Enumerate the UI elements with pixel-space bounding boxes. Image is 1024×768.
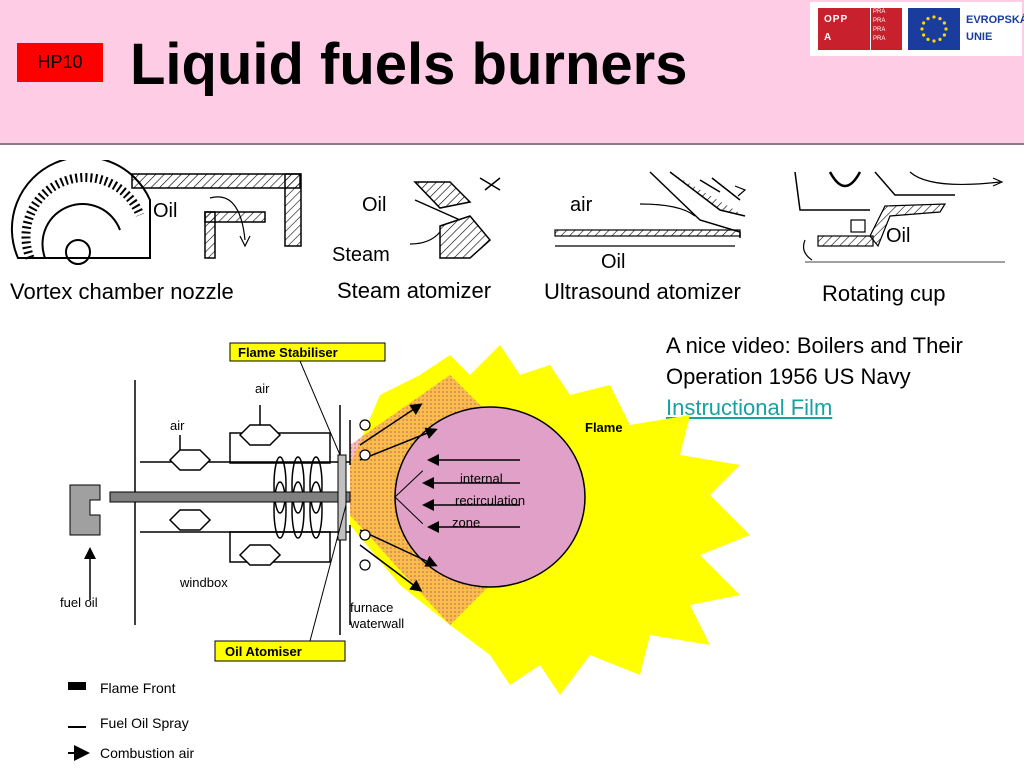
page-title: Liquid fuels burners bbox=[130, 32, 688, 97]
video-note: A nice video: Boilers and Their Operatio… bbox=[666, 330, 1018, 423]
flame-stabiliser-label: Flame Stabiliser bbox=[238, 345, 338, 360]
slide-tag: HP10 bbox=[17, 43, 103, 82]
instructional-film-link[interactable]: Instructional Film bbox=[666, 395, 833, 420]
legend-flame-front: Flame Front bbox=[100, 680, 176, 696]
ultrasound-atomizer-sketch: air Oil bbox=[554, 171, 747, 270]
recirculation-label: recirculation bbox=[455, 493, 525, 508]
windbox-label: windbox bbox=[179, 575, 228, 590]
flame-label: Flame bbox=[585, 420, 623, 435]
header-banner: HP10 Liquid fuels burners OPP A PRA PRA … bbox=[0, 0, 1024, 145]
oppa-logo: OPP A bbox=[818, 8, 870, 50]
furnace-label: furnace bbox=[350, 600, 393, 615]
steam-label: Steam bbox=[332, 244, 390, 266]
cup-caption: Rotating cup bbox=[822, 281, 946, 306]
eu-label: EVROPSKÁ UNIE bbox=[966, 14, 1024, 43]
ultrasound-oil-label: Oil bbox=[601, 251, 625, 270]
vortex-caption: Vortex chamber nozzle bbox=[10, 279, 234, 304]
burner-diagram: Flame Stabiliser Oil Atomiser air air wi… bbox=[60, 342, 750, 761]
stabiliser-plate bbox=[337, 454, 347, 541]
vortex-nozzle-sketch: Oil bbox=[10, 160, 302, 265]
logo-strip: OPP A PRA PRA PRA PRA EVROPSKÁ UNIE bbox=[810, 2, 1024, 56]
waterwall-label: waterwall bbox=[349, 616, 404, 631]
zone-label: zone bbox=[452, 515, 480, 530]
legend: Flame Front Fuel Oil Spray Combustion ai… bbox=[68, 680, 194, 761]
legend-combustion-air: Combustion air bbox=[100, 745, 194, 761]
atomizer-sketches: Oil Oil Steam air Oil Oil bbox=[10, 160, 1005, 270]
legend-fuel-oil-spray: Fuel Oil Spray bbox=[100, 715, 189, 731]
cup-oil-label: Oil bbox=[886, 225, 910, 247]
steam-caption: Steam atomizer bbox=[337, 278, 492, 303]
fuel-oil-label: fuel oil bbox=[60, 595, 98, 610]
rotating-cup-sketch: Oil bbox=[794, 171, 1005, 263]
video-note-text: A nice video: Boilers and Their Operatio… bbox=[666, 333, 963, 389]
praha-logo: PRA PRA PRA PRA bbox=[870, 8, 902, 50]
air-label-top: air bbox=[255, 381, 270, 396]
internal-label: internal bbox=[460, 471, 503, 486]
oil-lance bbox=[109, 491, 351, 503]
ultrasound-caption: Ultrasound atomizer bbox=[544, 279, 741, 304]
eu-flag-icon bbox=[908, 8, 960, 50]
vortex-oil-label: Oil bbox=[153, 200, 177, 222]
oil-atomiser-label: Oil Atomiser bbox=[225, 644, 302, 659]
lance-holder bbox=[69, 484, 101, 536]
air-label-left: air bbox=[170, 418, 185, 433]
steam-atomizer-sketch: Oil Steam bbox=[332, 177, 501, 266]
steam-oil-label: Oil bbox=[362, 194, 386, 216]
ultrasound-air-label: air bbox=[570, 194, 593, 216]
